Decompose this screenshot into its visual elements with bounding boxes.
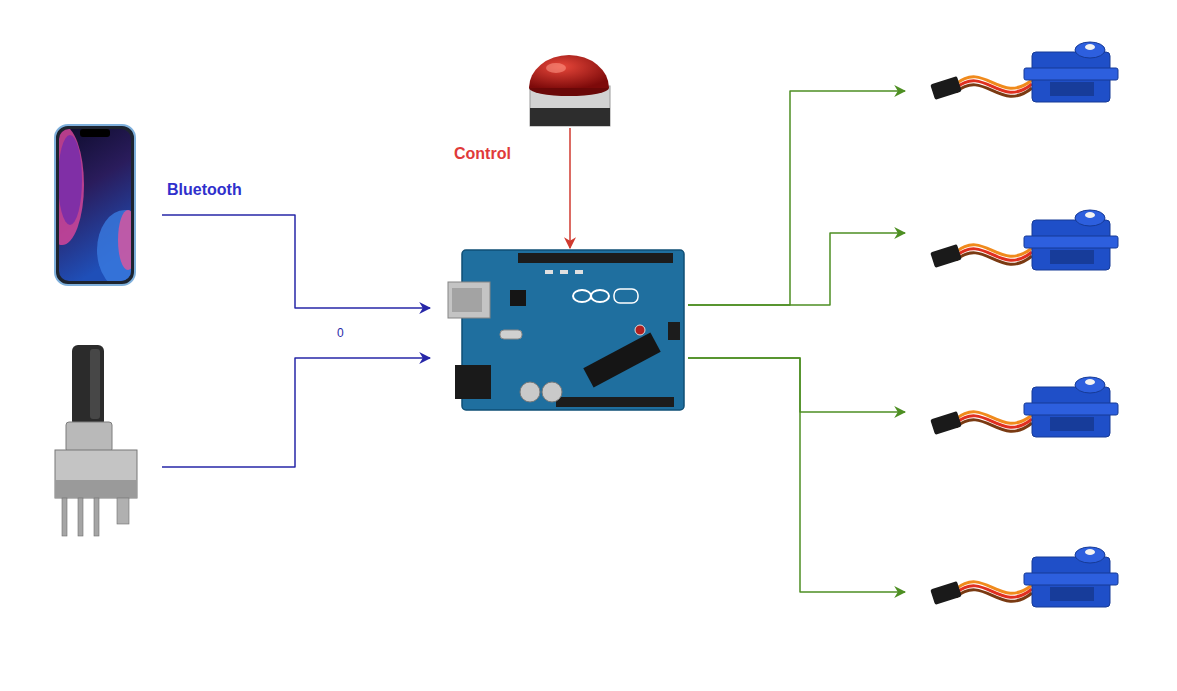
servo-wire	[956, 253, 1032, 264]
pot-illustration	[45, 343, 162, 538]
phone-illustration	[55, 125, 162, 285]
connector-label: Control	[452, 144, 513, 163]
servo-flange	[1024, 236, 1118, 248]
servo-flange	[1024, 403, 1118, 415]
servo-flange	[1024, 68, 1118, 80]
servo-node	[905, 541, 1115, 621]
pot-shaft-flat	[90, 349, 100, 419]
servo-illustration	[905, 541, 1115, 621]
arduino-logo	[591, 290, 609, 302]
servo-horn	[1085, 379, 1095, 385]
button-dome	[529, 55, 609, 88]
servo-connector	[930, 581, 962, 605]
servo-sticker	[1050, 250, 1094, 264]
connector-arrow	[688, 91, 905, 305]
servo-connector	[930, 244, 962, 268]
pot-tab	[117, 498, 129, 524]
microcontroller-chip	[583, 332, 660, 387]
connector-arrow	[688, 233, 905, 305]
arduino-logo	[573, 290, 591, 302]
servo-node	[905, 204, 1115, 284]
arduino-logo-badge	[614, 289, 638, 303]
phone-node	[55, 125, 162, 285]
usb-port-inner	[452, 288, 482, 312]
usb-port	[448, 282, 490, 318]
capacitor	[542, 382, 562, 402]
phone-wallpaper	[59, 135, 82, 225]
phone-notch	[80, 129, 110, 137]
smd-part	[545, 270, 553, 274]
button-highlight	[546, 63, 566, 73]
servo-gear	[1075, 377, 1105, 393]
crystal	[500, 330, 522, 339]
servo-gear	[1075, 547, 1105, 563]
arduino-icsp	[668, 322, 680, 340]
button-housing-base	[530, 108, 610, 126]
connector-arrow	[162, 215, 430, 308]
servo-node	[905, 371, 1115, 451]
connector-arrow	[688, 358, 905, 592]
servo-illustration	[905, 36, 1115, 116]
connector-arrow	[162, 358, 430, 467]
servo-horn	[1085, 212, 1095, 218]
reset-button	[635, 325, 645, 335]
servo-illustration	[905, 371, 1115, 451]
pot-collar	[66, 422, 112, 452]
pot-node	[45, 343, 162, 538]
connector-label: Bluetooth	[165, 180, 244, 199]
servo-wire	[956, 85, 1032, 96]
servo-flange	[1024, 573, 1118, 585]
smd-part	[560, 270, 568, 274]
pot-shaft	[72, 345, 104, 427]
button-illustration	[527, 52, 613, 128]
servo-horn	[1085, 549, 1095, 555]
servo-wire	[956, 420, 1032, 431]
arduino-board	[462, 250, 684, 410]
servo-gear	[1075, 210, 1105, 226]
arduino-header	[518, 253, 673, 263]
servo-sticker	[1050, 82, 1094, 96]
arduino-header	[556, 397, 674, 407]
pot-body	[55, 450, 137, 498]
connector-label: 0	[335, 326, 346, 340]
pot-pin	[62, 498, 67, 536]
pot-pin	[78, 498, 83, 536]
servo-wire	[956, 590, 1032, 601]
arduino-illustration	[430, 248, 688, 414]
usb-chip	[510, 290, 526, 306]
phone-wallpaper	[97, 210, 131, 281]
servo-sticker	[1050, 587, 1094, 601]
button-node	[527, 52, 613, 128]
servo-node	[905, 36, 1115, 116]
arduino-node	[430, 248, 688, 414]
servo-gear	[1075, 42, 1105, 58]
power-jack	[455, 365, 491, 399]
connector-arrow	[569, 128, 571, 248]
servo-sticker	[1050, 417, 1094, 431]
phone-wallpaper	[118, 210, 131, 270]
pot-pin	[94, 498, 99, 536]
pot-body-side	[55, 480, 137, 498]
phone-wallpaper	[59, 129, 84, 245]
smd-part	[575, 270, 583, 274]
servo-connector	[930, 411, 962, 435]
connector-arrow	[688, 358, 905, 412]
capacitor	[520, 382, 540, 402]
servo-connector	[930, 76, 962, 100]
servo-illustration	[905, 204, 1115, 284]
servo-horn	[1085, 44, 1095, 50]
